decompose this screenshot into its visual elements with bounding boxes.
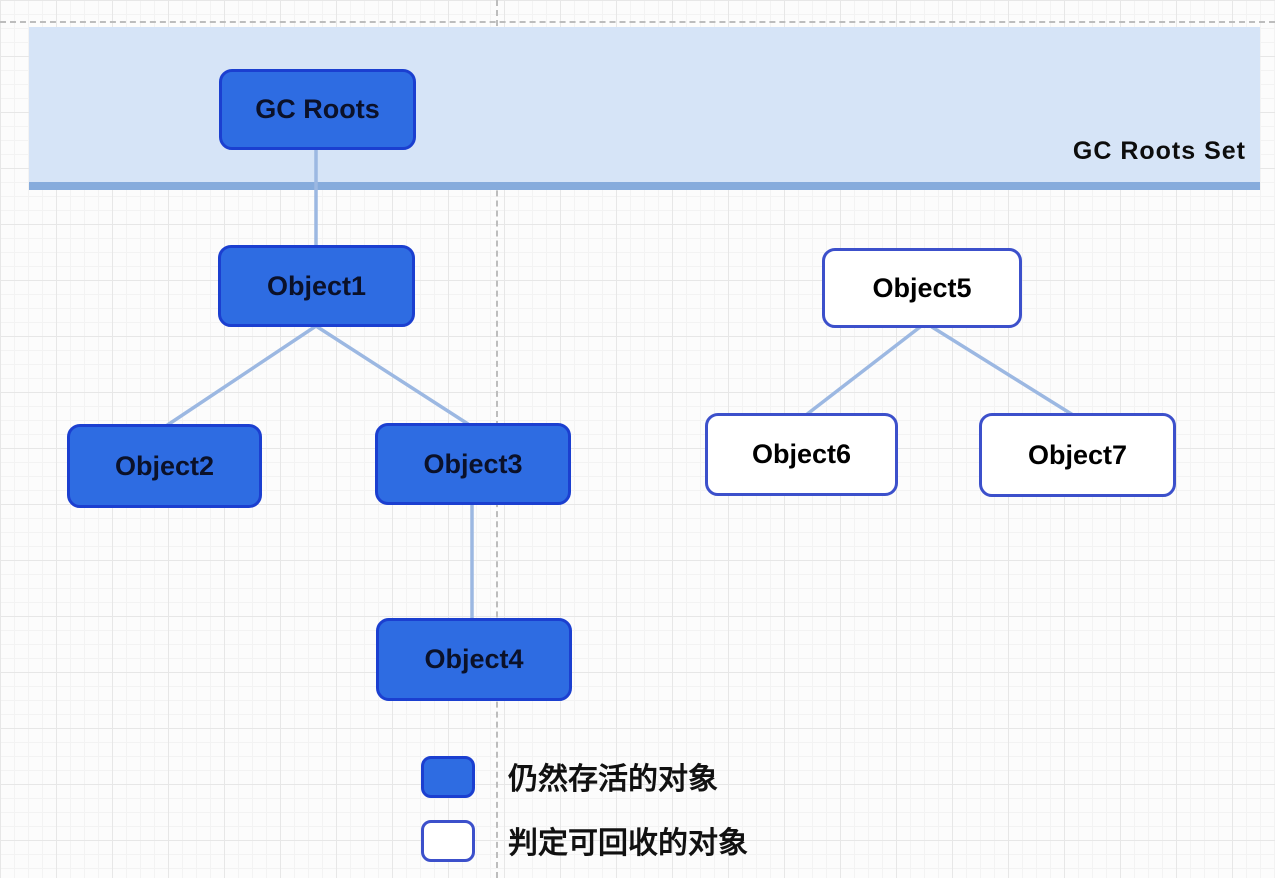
node-gc-roots-label: GC Roots bbox=[255, 94, 380, 124]
node-object5-label: Object5 bbox=[872, 272, 972, 303]
node-object2: Object2 bbox=[67, 424, 262, 508]
node-object1-label: Object1 bbox=[266, 270, 367, 301]
edge-object1-object2 bbox=[164, 324, 318, 428]
node-object6-label: Object6 bbox=[751, 439, 852, 469]
node-gc-roots: GC Roots bbox=[219, 69, 416, 150]
page-boundary-dashed-horizontal bbox=[0, 21, 1275, 23]
node-object7: Object7 bbox=[979, 413, 1176, 497]
node-object4: Object4 bbox=[376, 618, 572, 701]
node-object5: Object5 bbox=[822, 248, 1022, 328]
edge-object5-object7 bbox=[930, 325, 1075, 417]
legend-alive-swatch bbox=[421, 756, 475, 798]
legend-collectable-label: 判定可回收的对象 bbox=[508, 827, 748, 860]
edge-object1-object3 bbox=[314, 324, 470, 426]
gc-roots-set-label: GC Roots Set bbox=[1072, 137, 1246, 165]
node-object4-label: Object4 bbox=[424, 644, 524, 674]
node-object2-label: Object2 bbox=[114, 450, 215, 481]
node-object6: Object6 bbox=[705, 413, 898, 496]
legend-alive-label: 仍然存活的对象 bbox=[508, 763, 718, 796]
node-object1: Object1 bbox=[218, 245, 415, 327]
node-object3-label: Object3 bbox=[423, 448, 523, 479]
node-object3: Object3 bbox=[375, 423, 571, 505]
node-object7-label: Object7 bbox=[1027, 439, 1128, 470]
edge-object5-object6 bbox=[804, 325, 922, 417]
legend-collectable-swatch bbox=[421, 820, 475, 862]
